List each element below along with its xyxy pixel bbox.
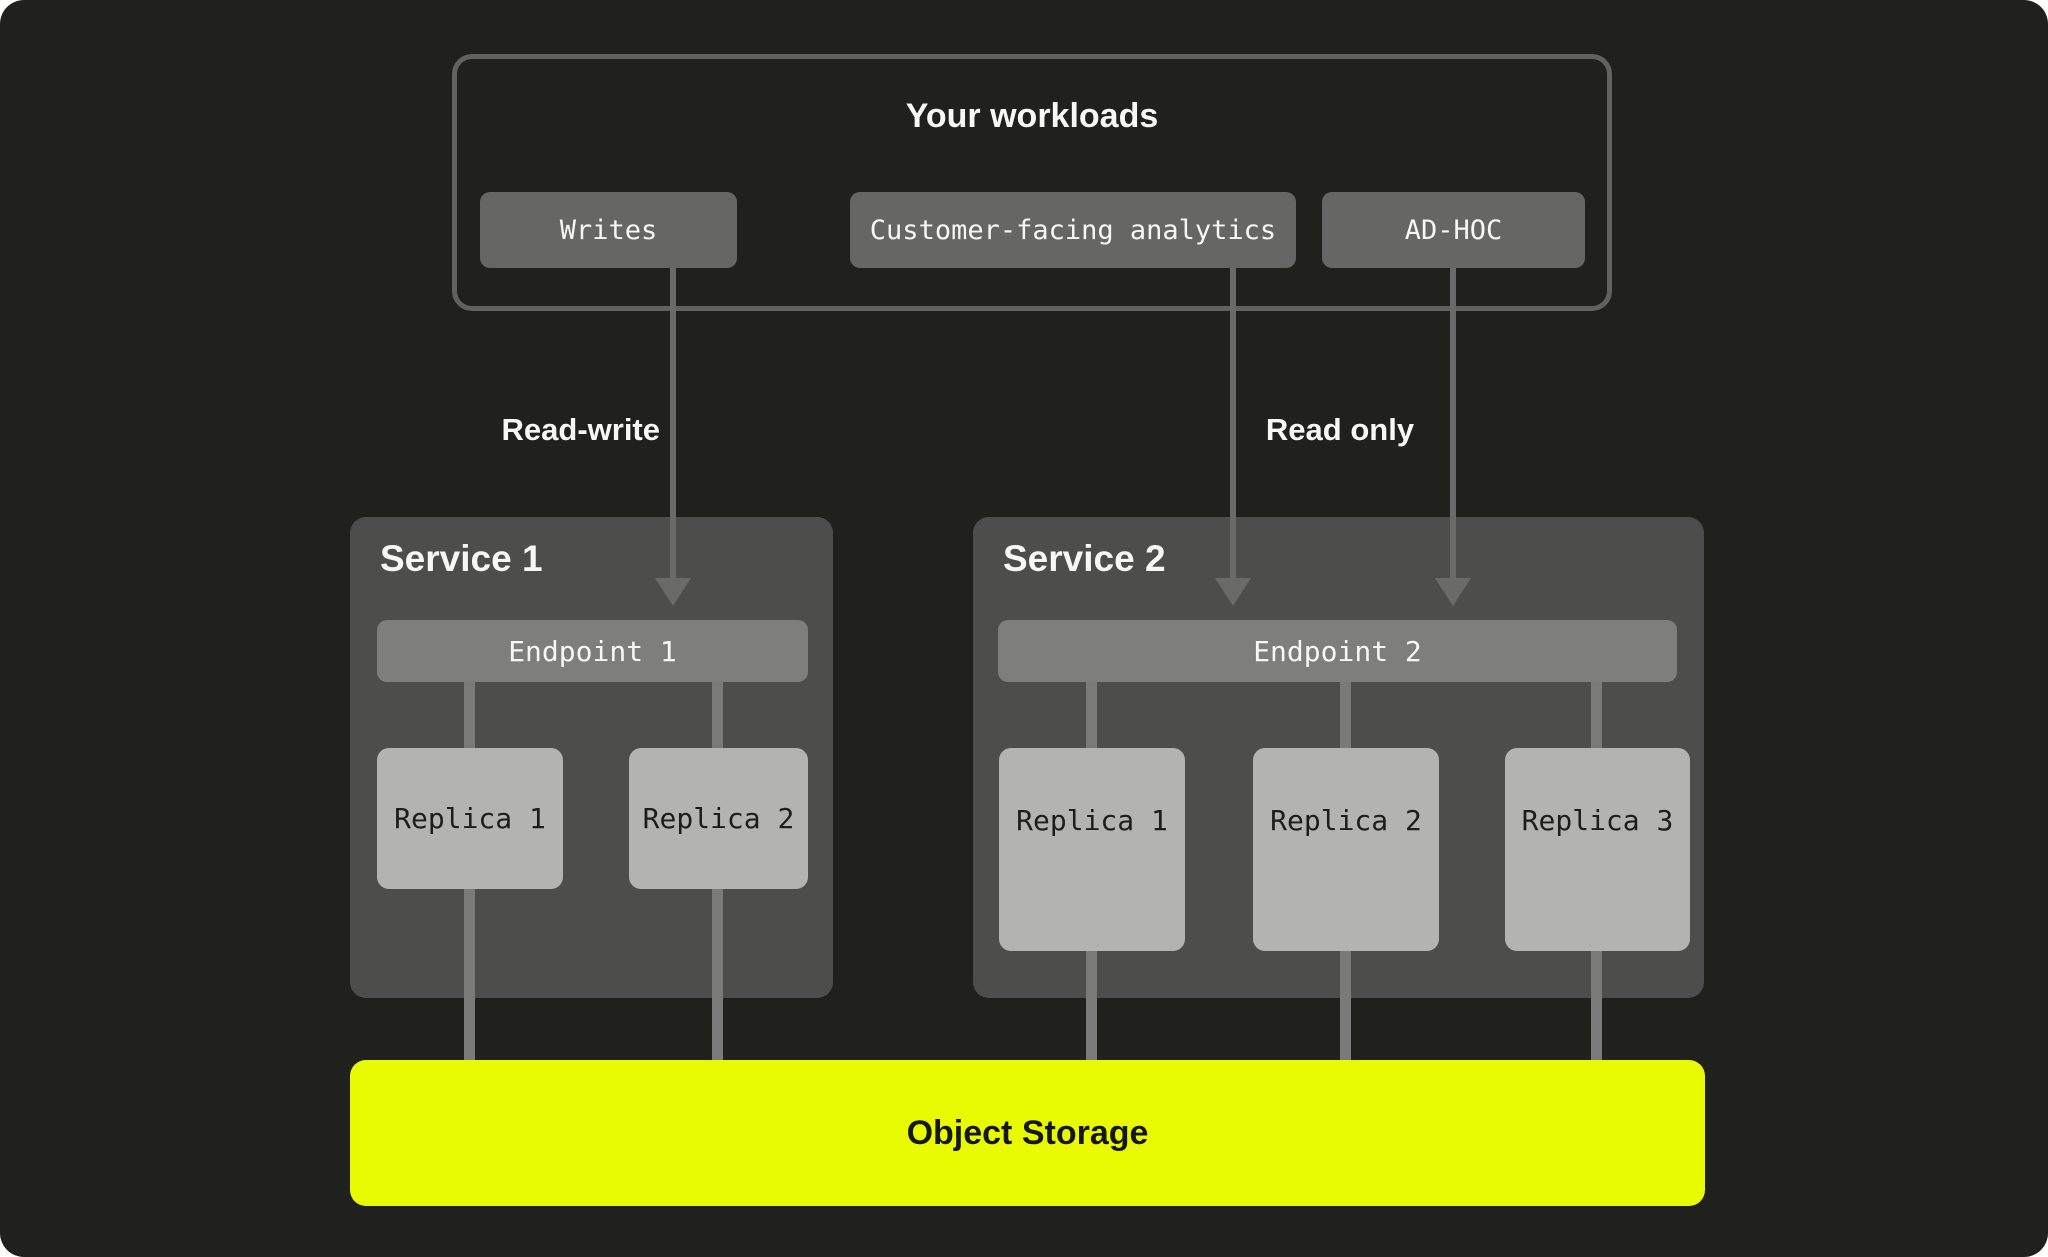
service-2-replica-2: Replica 2 [1253, 748, 1439, 951]
service-1-replica-2-label: Replica 2 [642, 802, 795, 835]
arrow-adhoc-to-endpoint2 [1450, 268, 1456, 580]
service-2-endpoint-label: Endpoint 2 [1253, 634, 1422, 668]
service-1-endpoint-label: Endpoint 1 [508, 634, 677, 668]
workloads-title: Your workloads [905, 97, 1159, 135]
service-2-replica-3: Replica 3 [1505, 748, 1690, 951]
service-2-replica-2-label: Replica 2 [1270, 804, 1422, 837]
service-2-replica-1-label: Replica 1 [1016, 804, 1168, 837]
workloads-group-box [452, 54, 1612, 311]
service-2-replica-1: Replica 1 [999, 748, 1185, 951]
workload-cfa-label: Customer-facing analytics [869, 214, 1277, 246]
service-1-endpoint: Endpoint 1 [377, 620, 808, 682]
workload-customer-facing-analytics: Customer-facing analytics [850, 192, 1296, 268]
object-storage-label: Object Storage [906, 1113, 1149, 1152]
arrowhead-writes-icon [655, 578, 691, 606]
arrowhead-adhoc-icon [1435, 578, 1471, 606]
workload-writes: Writes [480, 192, 737, 268]
service-1-title: Service 1 [380, 538, 543, 579]
arrow-writes-to-endpoint1 [670, 268, 676, 580]
service-2-replica-3-label: Replica 3 [1521, 804, 1674, 837]
service-1-replica-1: Replica 1 [377, 748, 563, 889]
arrowhead-cfa-icon [1215, 578, 1251, 606]
workload-ad-hoc: AD-HOC [1322, 192, 1585, 268]
workload-writes-label: Writes [559, 214, 658, 246]
read-only-label: Read only [1265, 412, 1415, 447]
service-1-replica-1-label: Replica 1 [394, 802, 546, 835]
service-1-replica-2: Replica 2 [629, 748, 808, 889]
service-2-endpoint: Endpoint 2 [998, 620, 1677, 682]
service-2-title: Service 2 [1003, 538, 1166, 579]
object-storage-bar: Object Storage [350, 1060, 1705, 1206]
read-write-label: Read-write [501, 412, 660, 447]
arrow-cfa-to-endpoint2 [1230, 268, 1236, 580]
workload-adhoc-label: AD-HOC [1404, 214, 1503, 246]
